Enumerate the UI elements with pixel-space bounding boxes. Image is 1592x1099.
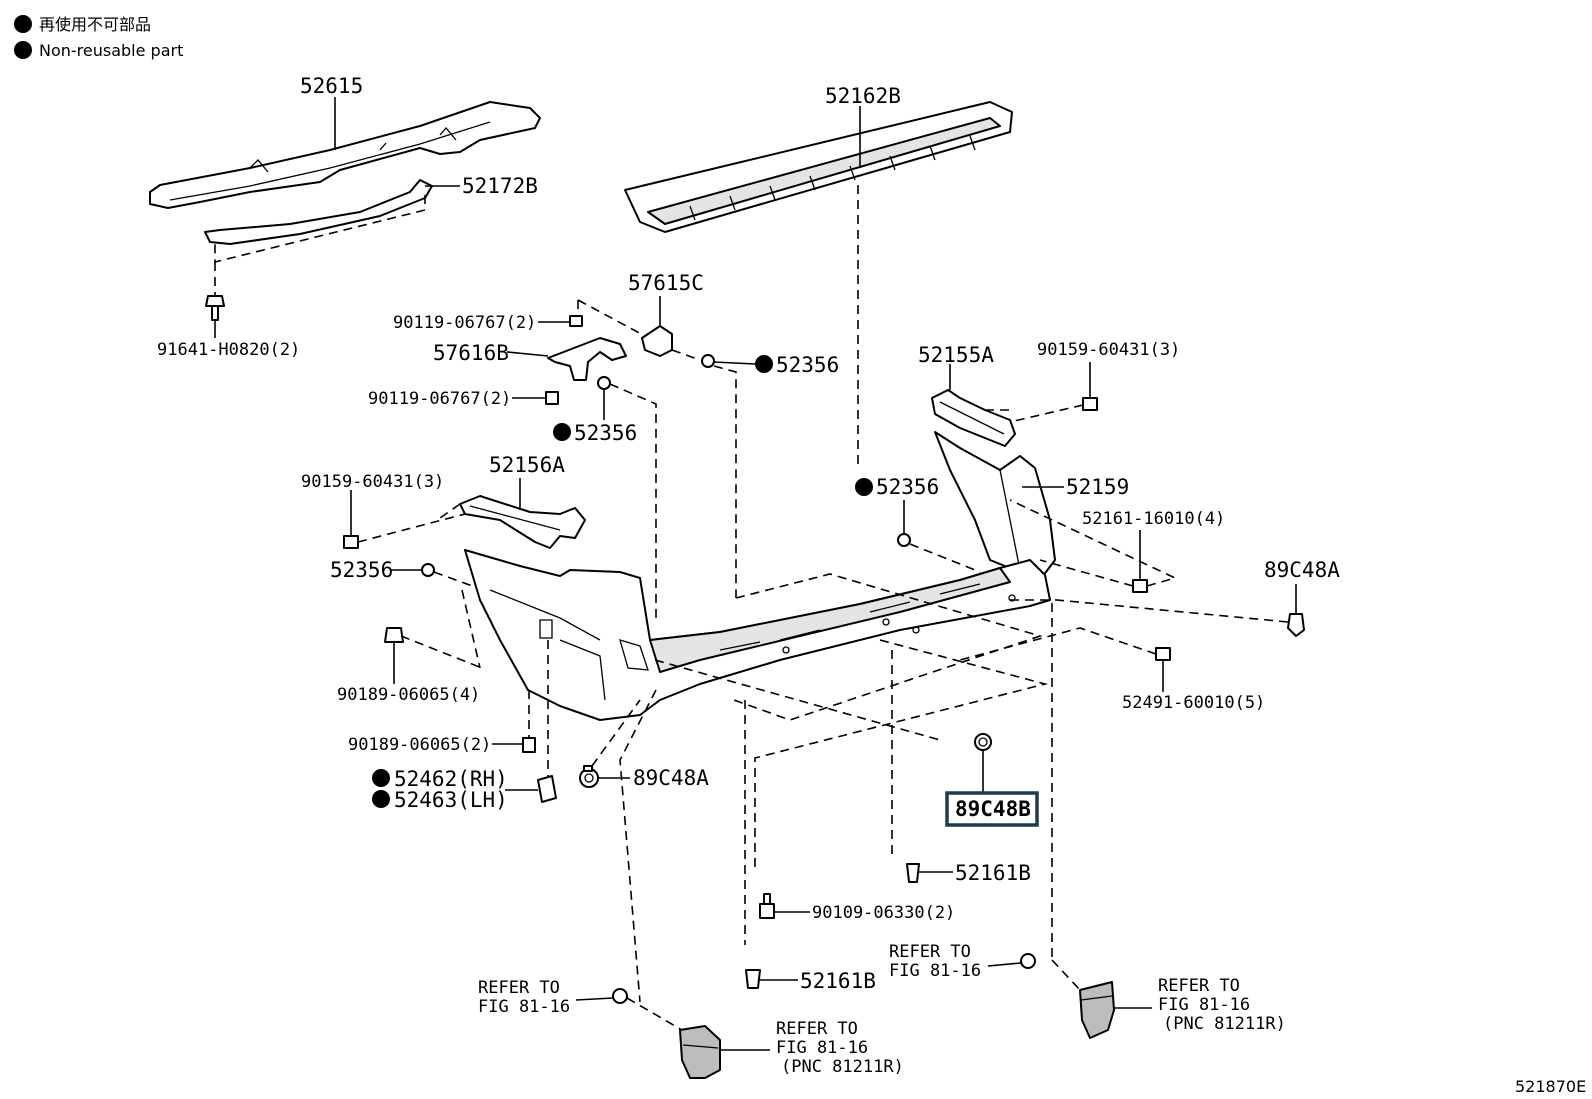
label-52491: 52491-60010(5)	[1122, 693, 1265, 713]
clip-90189-a-icon[interactable]	[384, 627, 404, 643]
part-52462-52463-pad[interactable]	[537, 775, 557, 803]
sensor-89C48B-icon[interactable]	[974, 733, 992, 751]
non-reusable-dot-icon	[372, 769, 390, 787]
label-89C48A-left: 89C48A	[633, 766, 709, 790]
label-52162B: 52162B	[825, 84, 901, 108]
label-52172B: 52172B	[462, 174, 538, 198]
part-right-reflector[interactable]	[1079, 981, 1115, 1039]
label-89C48A-right: 89C48A	[1264, 558, 1340, 582]
label-89C48B: 89C48B	[955, 797, 1031, 821]
label-57615C: 57615C	[628, 271, 704, 295]
refer-line-2: FIG 81-16	[478, 997, 570, 1017]
legend: 再使用不可部品 Non-reusable part	[14, 15, 183, 60]
label-52161-16010: 52161-16010(4)	[1082, 509, 1225, 529]
refer-to-fig-81-16-right-reflector: REFER TO FIG 81-16 (PNC 81211R)	[1158, 976, 1286, 1034]
clip-52161-16010-icon[interactable]	[1132, 579, 1148, 593]
refer-line-1: REFER TO	[1158, 976, 1240, 996]
sensor-89C48A-left-icon[interactable]	[579, 765, 599, 788]
label-91641: 91641-H0820(2)	[157, 340, 300, 360]
label-52356-d: 52356	[330, 558, 393, 582]
non-reusable-dot-icon	[14, 15, 32, 33]
sensor-89C48A-right-icon[interactable]	[1287, 613, 1305, 637]
refer-to-fig-81-16-left-reflector: REFER TO FIG 81-16 (PNC 81211R)	[776, 1019, 904, 1077]
label-90109: 90109-06330(2)	[812, 903, 955, 923]
highlight-89C48B-box[interactable]	[945, 791, 1039, 827]
label-52615: 52615	[300, 74, 363, 98]
refer-line-2: FIG 81-16	[776, 1038, 868, 1058]
bolt-90159-b-icon[interactable]	[343, 535, 359, 549]
label-57616B: 57616B	[433, 341, 509, 365]
label-90119-b: 90119-06767(2)	[368, 389, 511, 409]
bolt-90159-a-icon[interactable]	[1082, 397, 1098, 411]
refer-line-3: (PNC 81211R)	[781, 1057, 904, 1077]
label-52463: 52463(LH)	[394, 788, 508, 812]
nut-right-icon[interactable]	[1020, 953, 1036, 969]
clip-52356-b-icon[interactable]	[597, 376, 611, 390]
label-52159: 52159	[1066, 475, 1129, 499]
part-rear-bumper-cover[interactable]	[464, 549, 1051, 721]
bolt-90119-b-icon[interactable]	[545, 391, 559, 405]
non-reusable-dot-icon	[553, 423, 571, 441]
clip-52356-c-icon[interactable]	[897, 533, 911, 547]
clip-90189-b-icon[interactable]	[522, 737, 536, 753]
legend-japanese: 再使用不可部品	[39, 15, 151, 34]
label-52155A: 52155A	[918, 343, 994, 367]
refer-line-2: FIG 81-16	[889, 961, 981, 981]
bolt-91641-icon[interactable]	[205, 295, 225, 321]
label-52356-a: 52356	[776, 353, 839, 377]
part-52155A-bracket[interactable]	[931, 389, 1016, 447]
label-90159-b: 90159-60431(3)	[301, 472, 444, 492]
part-left-reflector[interactable]	[679, 1025, 721, 1079]
bolt-90109-icon[interactable]	[759, 893, 775, 919]
refer-line-1: REFER TO	[776, 1019, 858, 1039]
non-reusable-dot-icon	[755, 355, 773, 373]
label-90159-a: 90159-60431(3)	[1037, 340, 1180, 360]
label-52356-c: 52356	[876, 475, 939, 499]
bolt-90119-a-icon[interactable]	[569, 315, 583, 327]
part-52615-reinforcement[interactable]	[149, 101, 541, 209]
label-90119-a: 90119-06767(2)	[393, 313, 536, 333]
refer-to-fig-81-16-left-clip: REFER TO FIG 81-16	[478, 978, 570, 1017]
part-52162B-step-pad[interactable]	[624, 101, 1013, 233]
label-52356-b: 52356	[574, 421, 637, 445]
clip-52356-d-icon[interactable]	[421, 563, 435, 577]
legend-english: Non-reusable part	[39, 41, 183, 60]
refer-line-1: REFER TO	[889, 942, 971, 962]
part-52156A-bracket[interactable]	[459, 495, 586, 549]
label-52156A: 52156A	[489, 453, 565, 477]
refer-line-2: FIG 81-16	[1158, 995, 1250, 1015]
part-52159-side-retainer[interactable]	[934, 431, 1056, 581]
refer-line-3: (PNC 81211R)	[1163, 1014, 1286, 1034]
label-52462: 52462(RH)	[394, 767, 508, 791]
figure-id: 521870E	[1515, 1077, 1586, 1096]
refer-to-fig-81-16-right-clip: REFER TO FIG 81-16	[889, 942, 981, 981]
label-90189-b: 90189-06065(2)	[348, 735, 491, 755]
clip-52356-a-icon[interactable]	[701, 354, 715, 368]
non-reusable-dot-icon	[14, 41, 32, 59]
clip-52161B-a-icon[interactable]	[906, 863, 920, 883]
part-57615C-bracket[interactable]	[641, 325, 673, 357]
part-57616B-bracket[interactable]	[547, 337, 627, 381]
label-52161B-b: 52161B	[800, 969, 876, 993]
bolt-52491-icon[interactable]	[1155, 647, 1171, 661]
label-90189-a: 90189-06065(4)	[337, 685, 480, 705]
clip-52161B-b-icon[interactable]	[745, 969, 761, 989]
non-reusable-dot-icon	[855, 478, 873, 496]
label-52161B-a: 52161B	[955, 861, 1031, 885]
nut-left-icon[interactable]	[612, 988, 628, 1004]
non-reusable-dot-icon	[372, 790, 390, 808]
refer-line-1: REFER TO	[478, 978, 560, 998]
